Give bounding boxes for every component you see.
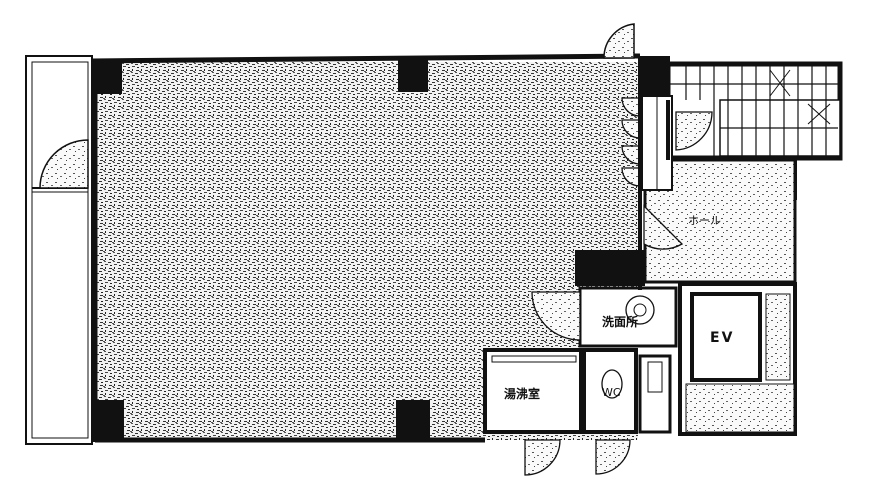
wc-door xyxy=(595,439,631,475)
balcony xyxy=(25,55,93,445)
hall-label: ホール xyxy=(688,214,721,227)
watermark: tokiwagi xyxy=(402,236,444,247)
kitchen-label: 湯沸室 xyxy=(504,386,540,401)
hall-door-swings xyxy=(621,97,713,250)
wc-label: WC xyxy=(602,386,621,399)
ev-label: EV xyxy=(710,330,734,346)
washroom-label: 洗面所 xyxy=(602,314,638,329)
elevator xyxy=(678,282,797,436)
washroom xyxy=(531,286,678,348)
connector-walls xyxy=(638,56,670,290)
kitchenette xyxy=(483,348,583,434)
kitchen-door xyxy=(524,439,561,476)
balcony-door xyxy=(39,139,89,189)
wc-room xyxy=(582,348,672,434)
top-entrance-door xyxy=(603,23,635,59)
